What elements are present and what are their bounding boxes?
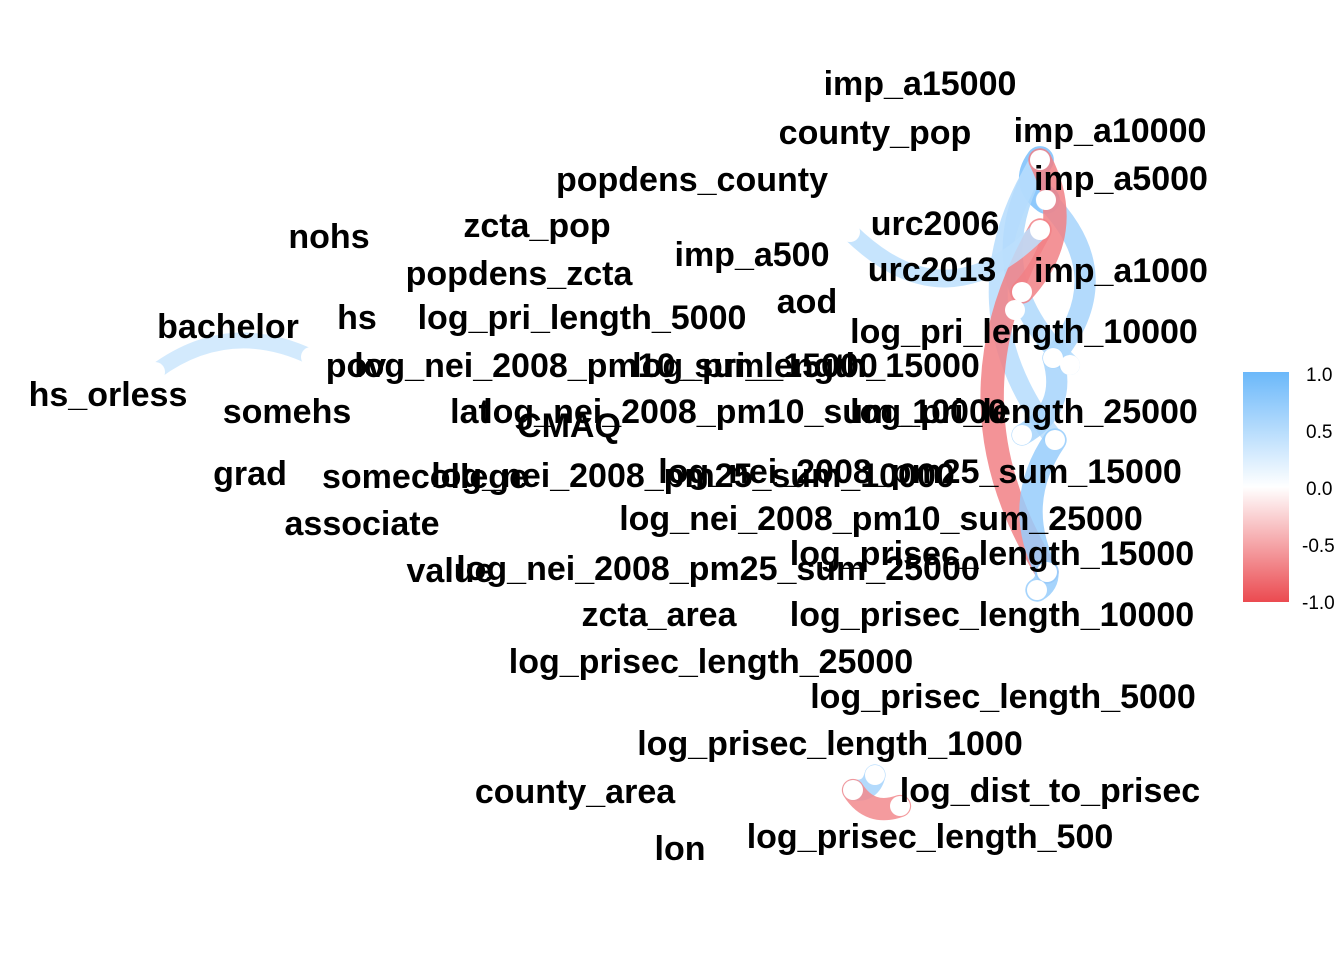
node-label: log_pri_length_15000 [632, 347, 980, 385]
node-point [288, 433, 308, 453]
node-label: imp_a10000 [1014, 112, 1207, 150]
node-point [1037, 562, 1057, 582]
correlation-edge [147, 332, 319, 380]
node-point [1043, 348, 1063, 368]
node-point [965, 295, 985, 315]
correlation-edge [1011, 347, 1068, 446]
node-label: zcta_pop [463, 207, 610, 245]
legend-colorbar [1243, 372, 1289, 602]
legend-tick-label: 1.0 [1306, 365, 1332, 386]
node-label: zcta_area [581, 596, 737, 634]
node-point [890, 796, 910, 816]
node-label: log_prisec_length_500 [747, 818, 1114, 856]
node-label: log_prisec_length_15000 [790, 535, 1194, 573]
node-label: somehs [223, 393, 352, 431]
node-label: lat [450, 393, 490, 431]
node-point [323, 360, 343, 380]
node-label: log_nei_2008_pm25_sum_15000 [658, 453, 1182, 491]
node-label: hs [337, 299, 377, 337]
node-point [843, 780, 863, 800]
legend-tick-label: -1.0 [1302, 593, 1335, 614]
node-point [865, 765, 885, 785]
node-label: county_area [475, 773, 676, 811]
node-label: urc2013 [868, 251, 997, 289]
node-point [1027, 580, 1047, 600]
node-label: grad [213, 455, 287, 493]
node-label: associate [285, 505, 440, 543]
node-point [145, 362, 165, 382]
node-point [1012, 425, 1032, 445]
node-label: urc2006 [871, 205, 1000, 243]
node-label: CMAQ [517, 407, 621, 445]
node-label: somecollege [322, 458, 528, 496]
node-label: log_prisec_length_10000 [790, 596, 1194, 634]
node-label: imp_a1000 [1034, 252, 1208, 290]
node-label: imp_a5000 [1034, 160, 1208, 198]
legend-tick-label: 0.5 [1306, 422, 1332, 443]
node-label: imp_a500 [675, 236, 830, 274]
correlation-edge [841, 221, 1049, 288]
legend-tick-label: -0.5 [1302, 536, 1335, 557]
node-point [1060, 355, 1080, 375]
node-label: log_nei_2008_pm10_sum_15000 [354, 347, 878, 385]
node-label: log_pri_length_25000 [850, 393, 1198, 431]
node-point [1012, 282, 1032, 302]
node-label: aod [777, 283, 837, 321]
nodes-layer [145, 150, 1080, 816]
node-label: pov [326, 347, 387, 385]
node-label: log_pri_length_10000 [850, 313, 1198, 351]
legend-tick-label: 0.0 [1306, 479, 1332, 500]
node-label: log_nei_2008_pm25_sum_10000 [431, 457, 955, 495]
node-label: nohs [288, 218, 369, 256]
node-label: log_nei_2008_pm25_sum_25000 [456, 550, 980, 588]
node-point [1030, 220, 1050, 240]
node-label: lon [655, 830, 706, 868]
node-point [1036, 190, 1056, 210]
color-legend: 1.0 0.5 0.0 -0.5 -1.0 [1243, 365, 1335, 614]
node-label: hs_orless [29, 376, 188, 414]
node-label: log_dist_to_prisec [900, 772, 1200, 810]
node-label: log_nei_2008_pm10_sum_10000 [483, 393, 1007, 431]
node-point [1005, 300, 1025, 320]
node-point [301, 347, 321, 367]
node-label: log_prisec_length_25000 [509, 643, 913, 681]
node-label: popdens_county [556, 161, 828, 199]
node-label: imp_a15000 [824, 65, 1017, 103]
node-point [1030, 150, 1050, 170]
node-label: log_pri_length_5000 [418, 299, 747, 337]
node-label: log_nei_2008_pm10_sum_25000 [619, 500, 1143, 538]
node-point [840, 222, 860, 242]
node-label: bachelor [157, 308, 299, 346]
node-point [1045, 430, 1065, 450]
correlation-edge [1010, 148, 1067, 304]
node-label: county_pop [779, 114, 972, 152]
correlation-edge [1019, 428, 1067, 584]
node-label: value [407, 552, 494, 590]
node-label: log_prisec_length_5000 [810, 678, 1196, 716]
node-label: popdens_zcta [406, 255, 634, 293]
node-label: log_prisec_length_1000 [637, 725, 1023, 763]
